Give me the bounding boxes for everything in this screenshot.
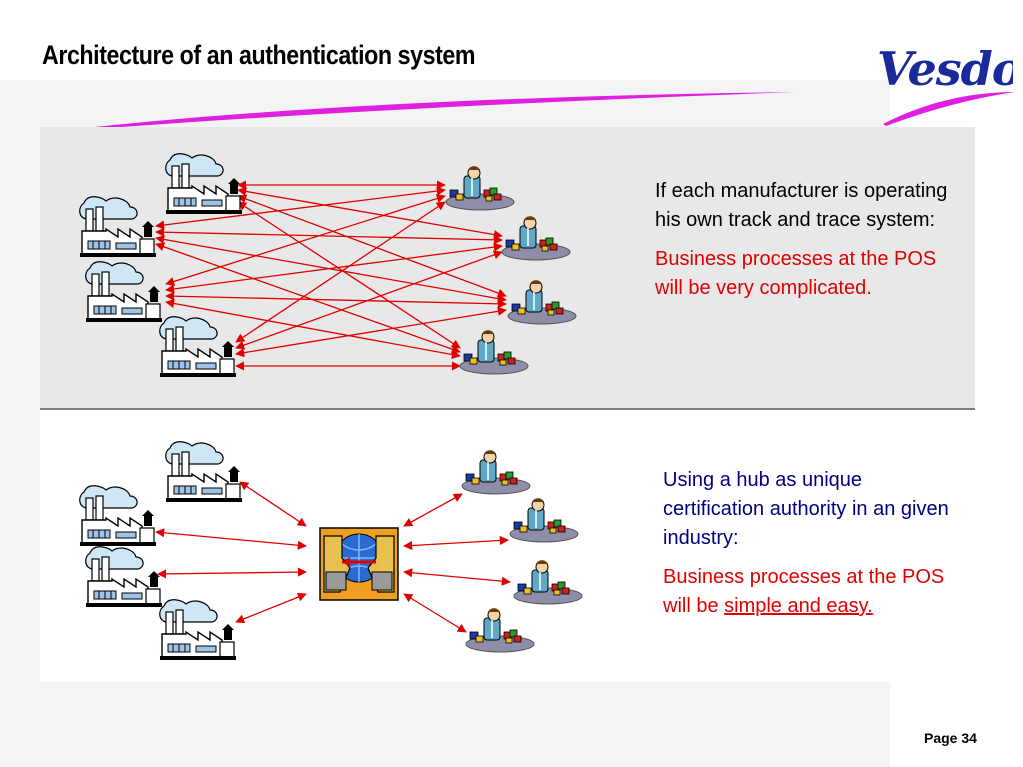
factory-icon	[85, 261, 163, 323]
bottom-panel-result-emphasis: simple and easy.	[724, 595, 873, 617]
factory-icon	[165, 153, 243, 215]
hub-server-icon	[318, 526, 400, 602]
bottom-panel-text: Using a hub as unique certification auth…	[663, 466, 953, 621]
top-panel-lead: If each manufacturer is operating his ow…	[655, 180, 948, 231]
retailer-clerk-icon	[461, 449, 531, 495]
retailer-clerk-icon	[459, 329, 529, 375]
factory-icon	[79, 485, 157, 547]
top-mesh-arrows	[155, 180, 507, 371]
vesdo-logo: Vesdo	[877, 42, 1013, 96]
retailer-clerk-icon	[465, 607, 535, 653]
factory-icon	[159, 316, 237, 378]
factory-icon	[85, 546, 163, 608]
top-panel-text: If each manufacturer is operating his ow…	[655, 177, 960, 303]
bottom-panel-result-prefix: Business processes at the POS will be	[663, 566, 945, 617]
factory-icon	[165, 441, 243, 503]
page-title: Architecture of an authentication system	[42, 40, 476, 70]
retailer-clerk-icon	[509, 497, 579, 543]
bottom-panel-result: Business processes at the POS will be si…	[663, 563, 953, 621]
factory-icon	[79, 196, 157, 258]
factory-icon	[159, 599, 237, 661]
retailer-clerk-icon	[507, 279, 577, 325]
bottom-panel-lead: Using a hub as unique certification auth…	[663, 469, 949, 549]
retailer-clerk-icon	[501, 215, 571, 261]
retailer-clerk-icon	[513, 559, 583, 605]
svg-text:Vesdo: Vesdo	[877, 42, 1013, 96]
page-number: Page 34	[924, 730, 977, 746]
top-panel-result: Business processes at the POS will be ve…	[655, 248, 937, 299]
top-panel-divider	[40, 408, 975, 410]
retailer-clerk-icon	[445, 165, 515, 211]
hub-arrows	[155, 481, 511, 633]
